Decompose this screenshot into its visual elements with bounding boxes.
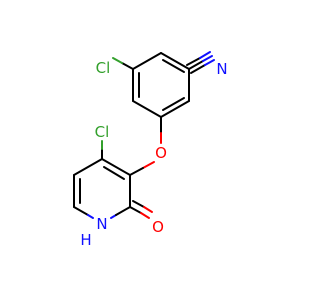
bond — [132, 100, 162, 118]
bond — [112, 57, 123, 64]
bond — [186, 57, 201, 66]
bond — [162, 97, 185, 111]
bond — [204, 59, 215, 66]
bond — [140, 212, 150, 219]
bond — [202, 55, 213, 62]
bond — [132, 52, 162, 70]
carbonyl-oxygen-label: O — [152, 218, 164, 236]
bond — [190, 64, 206, 74]
bond — [129, 206, 142, 214]
bond — [142, 161, 155, 169]
bond — [160, 100, 190, 118]
bond — [143, 206, 153, 213]
bond — [73, 206, 89, 216]
chlorine-atom-label: Cl — [95, 123, 110, 141]
chlorine-atom-label: Cl — [96, 59, 111, 77]
bond — [73, 158, 103, 176]
bond — [101, 158, 131, 176]
nh-hydrogen-label: H — [80, 231, 91, 249]
ether-oxygen-label: O — [155, 144, 167, 162]
bond — [199, 51, 211, 59]
bond — [162, 59, 185, 73]
molecule-structure: Cl N O Cl O N H — [73, 51, 228, 249]
bond — [103, 166, 125, 180]
nitrile-nitrogen-label: N — [216, 60, 227, 78]
bond — [132, 200, 145, 208]
structure-drawing: Cl N O Cl O N H — [73, 51, 228, 249]
bond — [115, 206, 131, 216]
bond — [87, 214, 94, 219]
ring-nitrogen-label: N — [96, 215, 107, 233]
bond — [160, 52, 190, 70]
bond — [188, 60, 204, 70]
bond — [129, 167, 144, 176]
bond — [121, 62, 134, 70]
